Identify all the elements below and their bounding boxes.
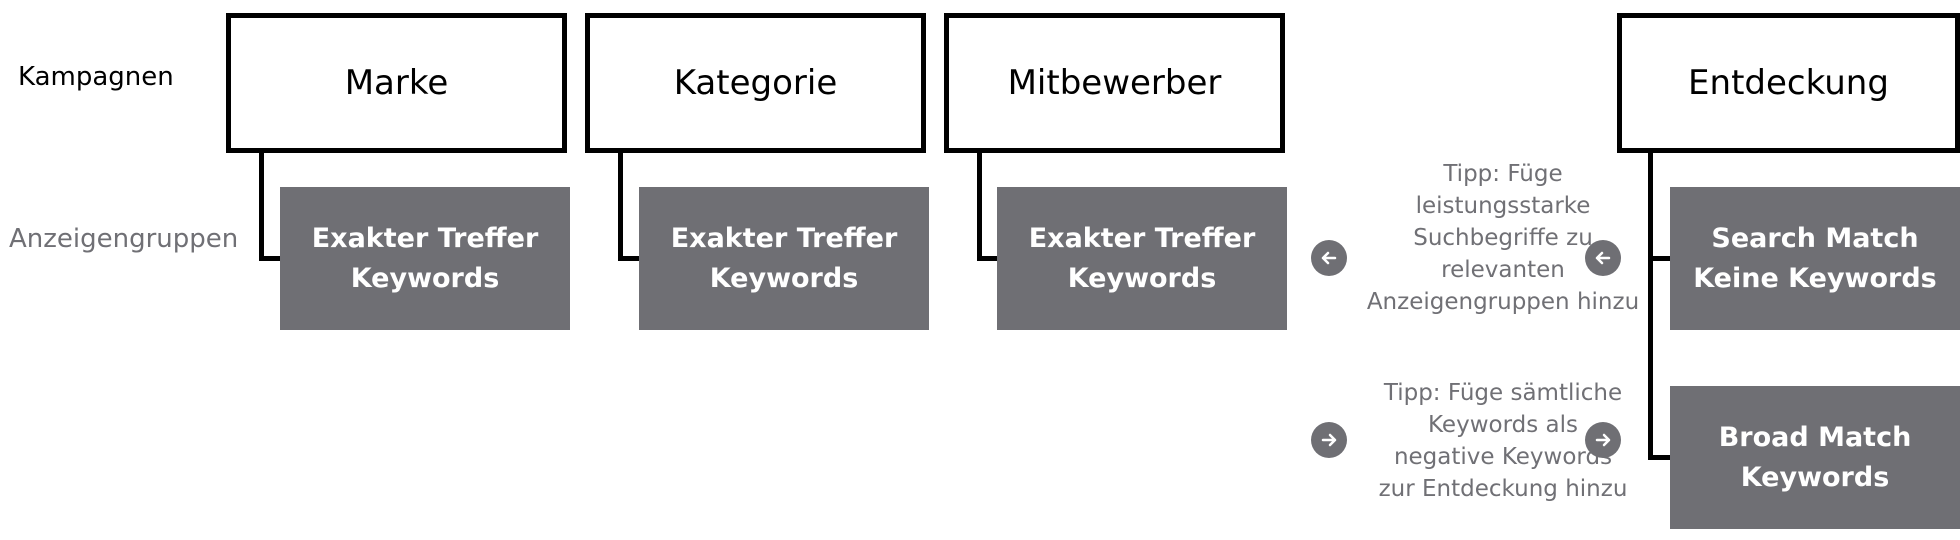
campaign-box-entdeckung: Entdeckung	[1617, 13, 1960, 153]
tip-text: Tipp: Füge sämtliche Keywords als negati…	[1378, 380, 1628, 502]
connector-line	[977, 153, 982, 261]
campaigns-row-label: Kampagnen	[18, 62, 174, 92]
connector-line	[259, 153, 264, 261]
arrow-left-icon	[1311, 240, 1347, 276]
connector-line	[259, 256, 281, 261]
ad-group-box: Exakter Treffer Keywords	[639, 187, 929, 330]
arrow-left-icon	[1585, 240, 1621, 276]
campaign-box-kategorie: Kategorie	[585, 13, 926, 153]
arrow-right-glyph	[1595, 433, 1611, 447]
ad-group-box: Broad Match Keywords	[1670, 386, 1960, 529]
connector-line	[1648, 153, 1653, 460]
connector-line	[1648, 455, 1670, 460]
arrow-right-icon	[1311, 422, 1347, 458]
ad-group-box: Exakter Treffer Keywords	[997, 187, 1287, 330]
ad-group-box: Search Match Keine Keywords	[1670, 187, 1960, 330]
campaign-box-mitbewerber: Mitbewerber	[944, 13, 1285, 153]
connector-line	[618, 153, 623, 261]
connector-line	[1648, 256, 1670, 261]
campaign-box-marke: Marke	[226, 13, 567, 153]
connector-line	[977, 256, 999, 261]
ad-groups-row-label: Anzeigengruppen	[9, 224, 239, 254]
connector-line	[618, 256, 640, 261]
arrow-left-glyph	[1321, 251, 1337, 265]
ad-group-box: Exakter Treffer Keywords	[280, 187, 570, 330]
tip-text: Tipp: Füge leistungsstarke Suchbegriffe …	[1366, 161, 1640, 315]
arrow-right-glyph	[1321, 433, 1337, 447]
arrow-right-icon	[1585, 422, 1621, 458]
arrow-left-glyph	[1595, 251, 1611, 265]
